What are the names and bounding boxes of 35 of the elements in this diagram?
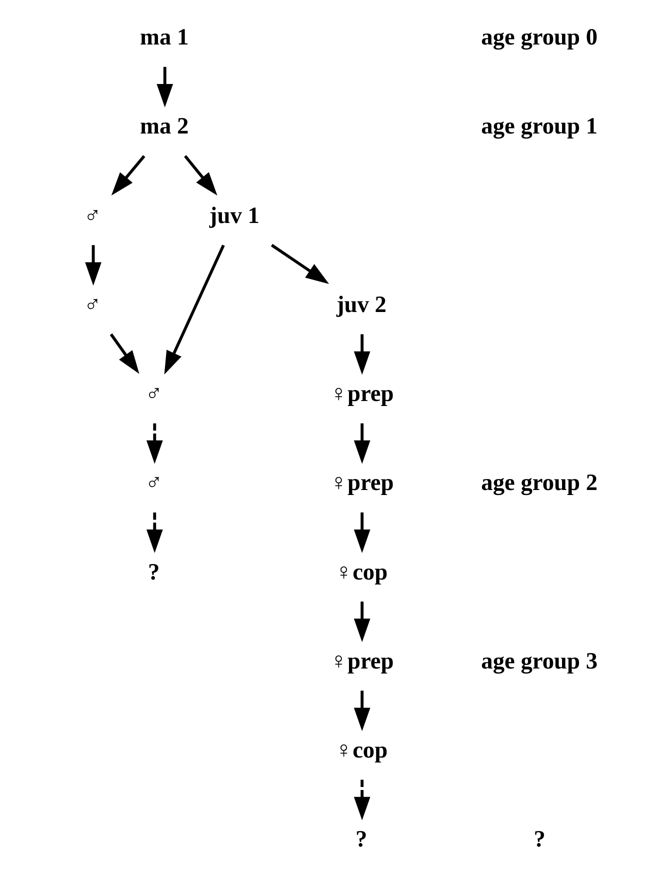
node-text: ma 1 (140, 24, 189, 51)
arrow (146, 423, 163, 464)
node-text: ♂ (145, 470, 163, 496)
node-text: juv 2 (336, 292, 386, 318)
label: age group 2 (481, 470, 598, 496)
arrow (110, 333, 140, 374)
arrow (111, 155, 146, 196)
arrow (354, 423, 370, 464)
label: age group 0 (481, 24, 598, 51)
node-text: ♂ (84, 292, 102, 318)
node-text: ♀prep (330, 470, 394, 496)
node-text: ma 2 (140, 114, 189, 140)
arrow (164, 244, 225, 374)
arrow (85, 245, 102, 286)
arrow (146, 512, 163, 553)
node-text: juv 1 (209, 202, 260, 229)
node-text: ? (356, 826, 368, 853)
arrow (156, 66, 174, 108)
arrow (354, 512, 370, 553)
node-text: ♂ (145, 381, 163, 408)
arrow (354, 690, 370, 732)
node-text: ♀prep (330, 381, 394, 408)
arrow (184, 155, 218, 196)
node-text: ♀cop (335, 559, 388, 586)
label: age group 3 (481, 648, 598, 674)
node-text: ♀cop (335, 737, 388, 764)
node-text: ♀prep (330, 648, 394, 674)
label: ? (534, 826, 546, 853)
label: age group 1 (481, 114, 598, 140)
arrow (354, 602, 370, 642)
arrow (270, 244, 330, 284)
arrow (354, 334, 370, 375)
arrow (354, 780, 370, 820)
node-text: ♂ (84, 202, 102, 229)
node-text: ? (148, 559, 160, 586)
